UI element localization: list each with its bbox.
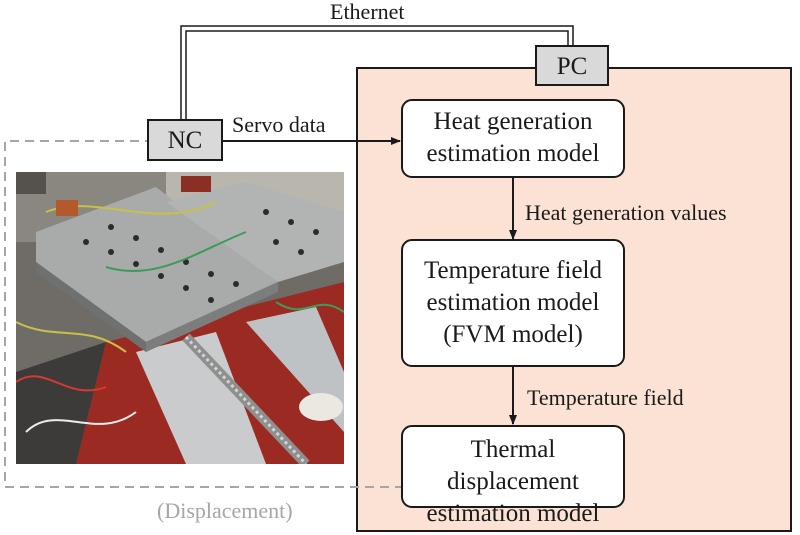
temperature-model-text: Temperature field estimation model (FVM … (402, 255, 624, 351)
machine-tool-test-bench-photo (16, 172, 344, 464)
heat-model-line-2: estimation model (426, 140, 600, 167)
pc-tag (535, 45, 609, 86)
temperature-model-box (401, 239, 625, 367)
thermal-model-line-2: estimation model (426, 500, 600, 527)
ethernet-link (180, 25, 574, 120)
heat-model-text: Heat generation estimation model (402, 106, 624, 170)
displacement-label: (Displacement) (157, 498, 293, 523)
heat-model-box (401, 99, 625, 178)
nc-tag (147, 119, 223, 161)
displacement-feedback-line (4, 140, 404, 488)
heat-model-line-1: Heat generation (433, 108, 593, 135)
temperature-field-label: Temperature field (527, 385, 684, 410)
heat-values-label: Heat generation values (525, 200, 727, 225)
temperature-model-line-3: (FVM model) (443, 321, 583, 348)
ethernet-label: Ethernet (330, 0, 405, 24)
thermal-model-box (401, 425, 625, 508)
nc-label: NC (167, 127, 203, 154)
temperature-model-line-1: Temperature field (423, 257, 602, 284)
servo-data-label: Servo data (232, 112, 326, 137)
thermal-model-line-1: Thermal displacement (447, 436, 579, 495)
thermal-model-text: Thermal displacement estimation model (402, 434, 624, 530)
pc-label: PC (556, 53, 588, 80)
temperature-model-line-2: estimation model (426, 289, 600, 316)
machine-photo-icon (16, 172, 344, 464)
